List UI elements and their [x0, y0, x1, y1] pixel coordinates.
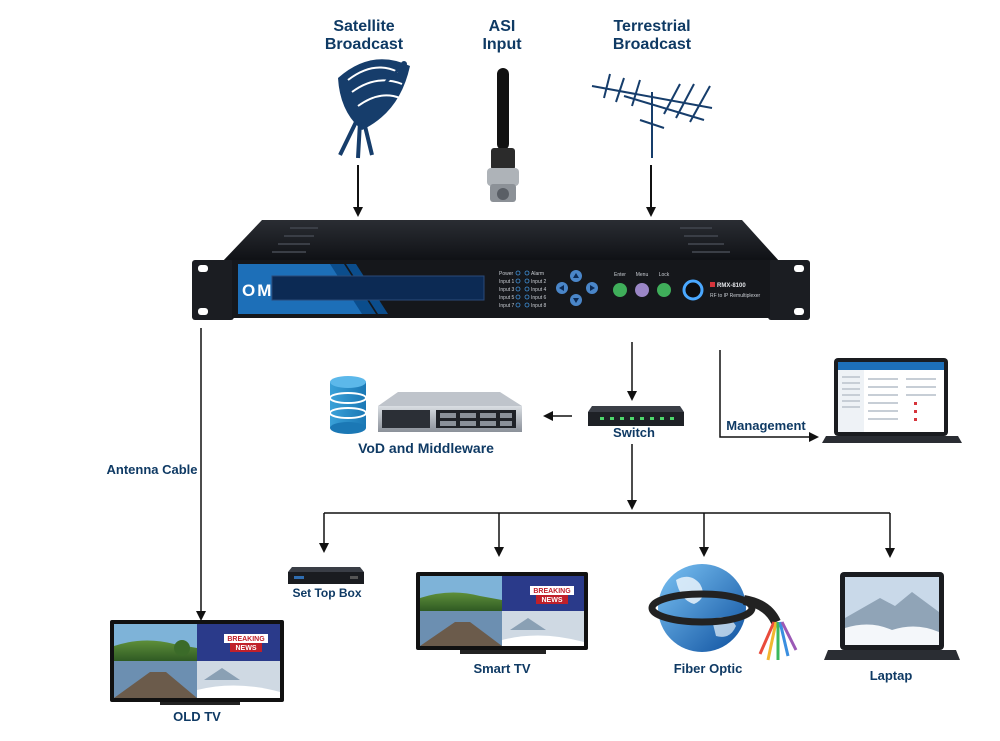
switch-label: Switch	[613, 425, 655, 440]
led-label-left-3: Input 3	[499, 287, 515, 293]
management-laptop-icon	[822, 358, 962, 443]
satellite-dish-icon	[338, 59, 410, 159]
led-label-left-5: Input 7	[499, 303, 515, 309]
antenna-cable-label: Antenna Cable	[106, 462, 198, 477]
fiber-optic-label: Fiber Optic	[673, 661, 743, 676]
server-icon	[378, 392, 522, 432]
laptop-label: Laptap	[869, 668, 913, 683]
led-label-right-1: Alarm	[531, 271, 544, 277]
fiber-optic-globe-icon	[648, 564, 798, 661]
led-label-right-5: Input 8	[531, 303, 547, 309]
terrestrial-broadcast-label: Terrestrial Broadcast	[612, 18, 692, 53]
led-label-left-1: Power	[499, 271, 514, 277]
asi-input-label: ASI Input	[482, 18, 522, 53]
enter-button-label: Enter	[614, 272, 626, 278]
smart-tv-breaking: BREAKING	[533, 588, 571, 595]
led-label-left-2: Input 1	[499, 279, 515, 285]
led-label-right-3: Input 4	[531, 287, 547, 293]
smart-tv-label: Smart TV	[473, 661, 531, 676]
rf-to-ip-remultiplexer-device: OMID Power Input 1 Input 3 Input 5 Input…	[192, 220, 810, 320]
terrestrial-antenna-icon	[591, 73, 713, 158]
network-switch-icon	[588, 406, 684, 426]
lock-button	[657, 283, 671, 297]
asi-antenna-icon	[487, 68, 519, 202]
lock-button-label: Lock	[659, 272, 670, 278]
smart-tv-icon: BREAKING NEWS	[416, 572, 588, 654]
old-tv-icon: BREAKING NEWS	[110, 620, 284, 705]
led-label-right-4: Input 6	[531, 295, 547, 301]
old-tv-breaking: BREAKING	[227, 636, 265, 643]
enter-button	[613, 283, 627, 297]
old-tv-news: NEWS	[236, 645, 257, 652]
smart-tv-news: NEWS	[542, 597, 563, 604]
old-tv-label: OLD TV	[173, 709, 221, 724]
menu-button	[635, 283, 649, 297]
lcd-display	[271, 275, 485, 301]
led-label-right-2: Input 2	[531, 279, 547, 285]
laptop-icon	[824, 572, 960, 660]
satellite-broadcast-label: Satellite Broadcast	[324, 18, 404, 53]
left-rack-ear	[192, 260, 234, 320]
device-subtitle: RF to IP Remultiplexer	[710, 293, 761, 299]
vod-middleware-label: VoD and Middleware	[358, 440, 494, 456]
power-button-icon	[682, 279, 704, 301]
direction-pad	[556, 270, 598, 306]
device-model: RMX-8100	[717, 283, 746, 289]
management-label: Management	[726, 418, 806, 433]
set-top-box-icon	[288, 567, 364, 584]
led-label-left-4: Input 5	[499, 295, 515, 301]
set-top-box-label: Set Top Box	[292, 586, 362, 600]
menu-button-label: Menu	[636, 272, 649, 278]
management-line	[719, 350, 819, 442]
database-icon	[329, 376, 367, 434]
right-rack-ear	[768, 260, 810, 320]
